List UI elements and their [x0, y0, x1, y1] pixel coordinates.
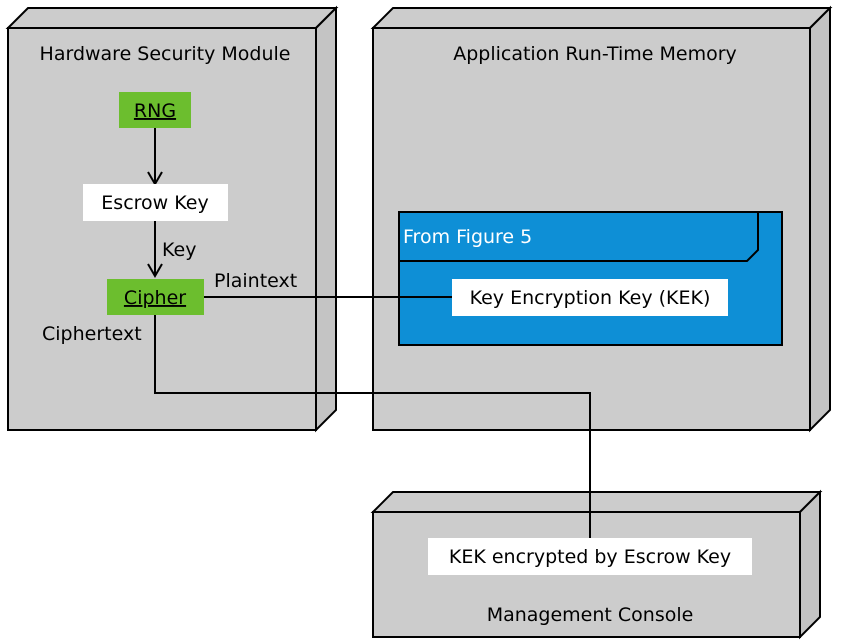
cipher-component: Cipher [107, 279, 204, 315]
rng-box [119, 92, 191, 128]
figure5-fragment: From Figure 5 [398, 211, 783, 346]
kek-component: Key Encryption Key (KEK) [452, 279, 728, 316]
console-node-top [370, 491, 823, 513]
console-node-side [799, 489, 821, 640]
app-memory-node-side [809, 5, 831, 433]
hsm-node-face [7, 27, 317, 431]
kek-box [452, 279, 728, 316]
ciphertext-line [154, 315, 591, 541]
escrow-key-label: Escrow Key [101, 192, 208, 214]
kek-encrypted-component: KEK encrypted by Escrow Key [428, 538, 752, 575]
cipher-label: Cipher [124, 287, 186, 309]
rng-label: RNG [134, 100, 176, 122]
escrow-to-cipher-arrowhead [147, 263, 163, 278]
figure5-fragment-tab [399, 212, 759, 262]
plaintext-edge-label: Plaintext [214, 270, 297, 292]
kek-label: Key Encryption Key (KEK) [470, 287, 711, 309]
hsm-node-side [315, 5, 337, 433]
figure5-fragment-frame [398, 211, 783, 346]
escrow-key-component: Escrow Key [83, 184, 228, 221]
hsm-node-title: Hardware Security Module [40, 43, 291, 65]
ciphertext-edge-label: Ciphertext [42, 323, 142, 345]
kek-encrypted-box [428, 538, 752, 575]
console-node-title: Management Console [487, 604, 694, 626]
cipher-box [107, 279, 204, 315]
figure5-fragment-label: From Figure 5 [403, 226, 532, 248]
escrow-key-box [83, 184, 228, 221]
app-memory-node-title: Application Run-Time Memory [453, 43, 737, 65]
hsm-node-top [5, 7, 339, 29]
rng-component: RNG [119, 92, 191, 128]
key-edge-label: Key [162, 239, 196, 261]
kek-encrypted-label: KEK encrypted by Escrow Key [449, 546, 731, 568]
app-memory-node-top [370, 7, 833, 29]
